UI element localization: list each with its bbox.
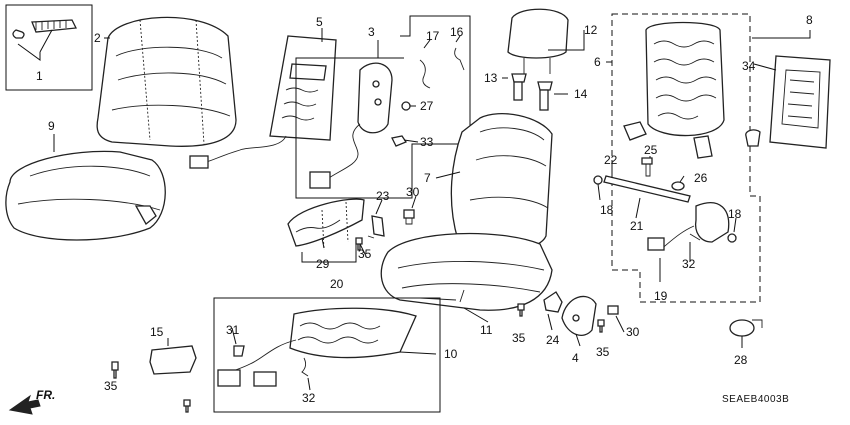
callout-4: 4	[572, 351, 579, 365]
part-24-bracket	[543, 291, 563, 313]
callout-5: 5	[316, 15, 323, 29]
part-21-22-recliner-rod	[593, 157, 691, 203]
callout-labels: 1 2 3 5 8 9 12 6 34 13 14 16 17 27 33 7 …	[36, 13, 813, 405]
callout-2: 2	[94, 31, 101, 45]
part-25-bolt	[641, 157, 653, 165]
callout-6: 6	[594, 55, 601, 69]
part-31-clip	[233, 345, 245, 357]
callout-34: 34	[742, 59, 756, 73]
callout-9: 9	[48, 119, 55, 133]
callout-13: 13	[484, 71, 498, 85]
callout-26: 26	[694, 171, 708, 185]
part-8-back-panel	[745, 30, 831, 149]
part-34-clip	[745, 129, 761, 147]
part-23-bracket	[371, 215, 385, 237]
callout-31: 31	[226, 323, 240, 337]
callout-15: 15	[150, 325, 164, 339]
callout-32-right: 32	[682, 257, 696, 271]
part-5-seat-heater	[189, 35, 337, 169]
part-19-recliner	[647, 202, 737, 251]
callout-19: 19	[654, 289, 668, 303]
callout-23: 23	[376, 189, 390, 203]
callout-20: 20	[330, 277, 344, 291]
part-4-side-cover	[561, 295, 597, 336]
part-1-hook	[12, 29, 25, 39]
part-9-cushion-cover	[5, 150, 166, 241]
callout-18-right: 18	[728, 207, 742, 221]
callout-28: 28	[734, 353, 748, 367]
callout-1: 1	[36, 69, 43, 83]
callout-14: 14	[574, 87, 588, 101]
callout-16: 16	[450, 25, 464, 39]
part-6-seatback-frame	[611, 13, 761, 303]
part-3-side-airbag	[295, 15, 471, 199]
callout-35-left: 35	[104, 379, 118, 393]
callout-11: 11	[480, 323, 493, 337]
callout-12: 12	[584, 23, 598, 37]
part-7-seat-assembly	[380, 112, 553, 311]
part-35-screws	[111, 237, 605, 413]
callout-18-left: 18	[600, 203, 614, 217]
direction-label: FR.	[36, 388, 56, 402]
callout-10: 10	[444, 347, 458, 361]
part-13-14-headrest-guides	[511, 73, 553, 111]
callout-24: 24	[546, 333, 560, 347]
part-12-headrest	[507, 8, 569, 74]
part-15-trim	[149, 345, 197, 375]
front-direction-arrow	[8, 394, 41, 415]
callout-27: 27	[420, 99, 434, 113]
callout-21: 21	[630, 219, 644, 233]
callout-8: 8	[806, 13, 813, 27]
part-1-clip-group	[5, 4, 93, 91]
part-32-clip-lower	[301, 357, 309, 377]
part-1-frame	[5, 4, 93, 91]
callout-7: 7	[424, 171, 431, 185]
diagram-code: SEAEB4003B	[722, 394, 790, 405]
part-30-bolt-lower	[607, 305, 619, 315]
part-30-bolt-upper	[403, 209, 415, 225]
callout-35-mid: 35	[358, 247, 372, 261]
callout-29: 29	[316, 257, 330, 271]
callout-22: 22	[604, 153, 618, 167]
callout-30-lower: 30	[626, 325, 640, 339]
callout-35-right: 35	[596, 345, 610, 359]
callout-32-lower: 32	[302, 391, 316, 405]
part-20-recliner-cover	[287, 198, 385, 263]
callout-25: 25	[644, 143, 658, 157]
leader-lines	[53, 28, 777, 391]
part-18-washer-right	[727, 233, 737, 243]
part-10-cushion-frame	[213, 297, 441, 413]
callout-3: 3	[368, 25, 375, 39]
part-18-washer-left	[593, 175, 603, 185]
part-28-knob	[729, 319, 763, 337]
part-26-nut	[671, 181, 685, 191]
callout-17: 17	[426, 29, 440, 43]
callout-35-center: 35	[512, 331, 526, 345]
callout-33: 33	[420, 135, 434, 149]
callout-30-upper: 30	[406, 185, 420, 199]
part-2-seatback-cover	[96, 16, 237, 147]
